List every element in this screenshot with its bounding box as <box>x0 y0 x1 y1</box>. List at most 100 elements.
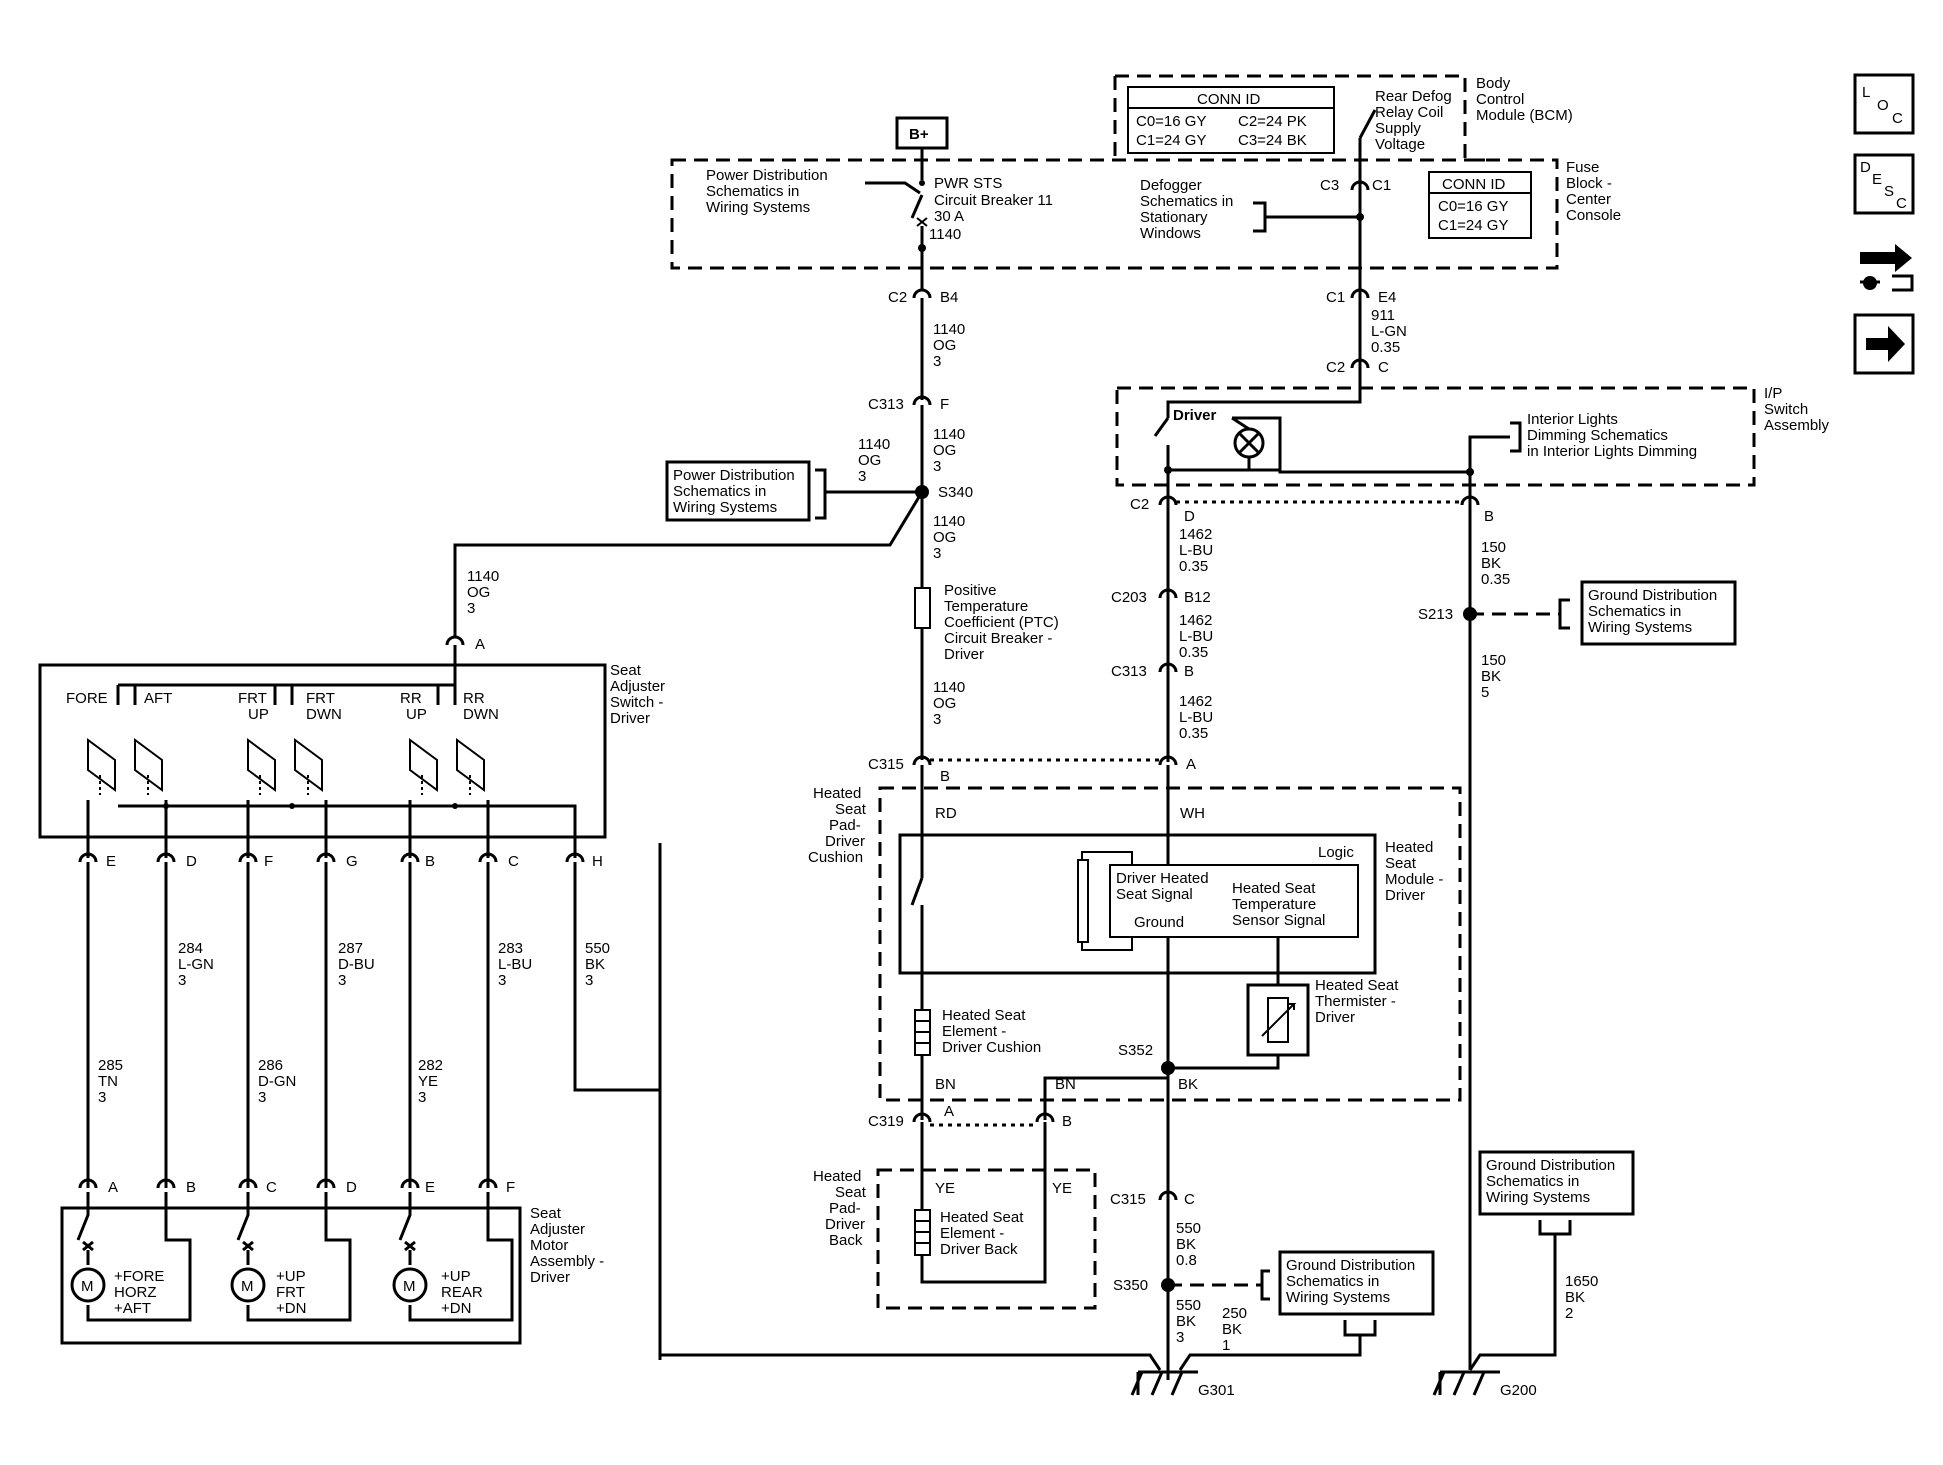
thermister-icon <box>1246 983 1310 1057</box>
svg-text:Ground Distribution: Ground Distribution <box>1588 587 1717 604</box>
svg-text:5: 5 <box>1481 684 1489 701</box>
svg-text:30 A: 30 A <box>934 208 964 225</box>
svg-text:C0=16 GY: C0=16 GY <box>1136 113 1206 130</box>
svg-text:Seat: Seat <box>530 1205 562 1222</box>
svg-text:Motor: Motor <box>530 1237 568 1254</box>
svg-text:Control: Control <box>1476 91 1524 108</box>
svg-text:1140: 1140 <box>929 226 961 243</box>
battery-terminal: B+ <box>895 116 949 150</box>
svg-text:Temperature: Temperature <box>944 598 1028 615</box>
svg-text:AFT: AFT <box>144 690 172 707</box>
c2-connector: C2 D B <box>1130 495 1494 525</box>
switch-connector: E D F G B C H <box>78 852 603 870</box>
svg-text:C: C <box>1184 1191 1195 1208</box>
svg-text:C1=24 GY: C1=24 GY <box>1136 132 1206 149</box>
svg-text:Coefficient (PTC): Coefficient (PTC) <box>944 614 1059 631</box>
svg-text:Driver Cushion: Driver Cushion <box>942 1039 1041 1056</box>
svg-text:L-GN: L-GN <box>1371 323 1407 340</box>
svg-text:FRT: FRT <box>276 1284 305 1301</box>
ip-switch-assembly: I/P Switch Assembly Driver Interior Ligh… <box>1115 385 1830 505</box>
svg-text:O: O <box>1877 97 1889 114</box>
svg-text:3: 3 <box>1176 1329 1184 1346</box>
svg-text:Heated Seat: Heated Seat <box>1315 977 1399 994</box>
svg-text:+DN: +DN <box>441 1300 471 1317</box>
svg-text:S340: S340 <box>938 484 973 501</box>
svg-text:3: 3 <box>933 711 941 728</box>
seat-adjuster-switch: A Seat Adjuster Switch - Driver FORE AFT… <box>38 635 665 858</box>
svg-text:Defogger: Defogger <box>1140 177 1202 194</box>
svg-text:Pad-: Pad- <box>829 1200 861 1217</box>
svg-text:L-BU: L-BU <box>498 956 532 973</box>
indicator-lamp-icon <box>1233 427 1265 459</box>
svg-text:0.35: 0.35 <box>1481 571 1510 588</box>
svg-text:B: B <box>1062 1113 1072 1130</box>
ground-g200-chain: Ground Distribution Schematics in Wiring… <box>1432 1150 1635 1399</box>
svg-text:1140: 1140 <box>467 568 499 585</box>
svg-text:Element -: Element - <box>940 1225 1004 1242</box>
svg-text:C315: C315 <box>868 756 904 773</box>
svg-text:Back: Back <box>829 1232 863 1249</box>
svg-text:B: B <box>425 853 435 870</box>
next-page-arrow-icon[interactable] <box>1853 313 1915 375</box>
svg-text:Windows: Windows <box>1140 225 1201 242</box>
svg-text:in Interior Lights Dimming: in Interior Lights Dimming <box>1527 443 1697 460</box>
svg-text:Switch -: Switch - <box>610 694 663 711</box>
ground-g301-chain: C315 C 550 BK 0.8 S350 Ground Distributi… <box>658 843 1435 1399</box>
svg-text:B: B <box>1484 508 1494 525</box>
connector-wrench-icon[interactable] <box>1860 244 1914 292</box>
motor-connector: A B C D E F <box>78 1178 515 1196</box>
svg-text:Driver: Driver <box>825 833 865 850</box>
svg-text:A: A <box>475 636 485 653</box>
heated-seat-back: Heated Seat Pad- Driver Back YE YE Heate… <box>813 1122 1097 1310</box>
svg-text:CONN ID: CONN ID <box>1442 176 1506 193</box>
svg-text:C315: C315 <box>1110 1191 1146 1208</box>
svg-text:287: 287 <box>338 940 363 957</box>
svg-text:250: 250 <box>1222 1305 1247 1322</box>
svg-text:S350: S350 <box>1113 1277 1148 1294</box>
svg-text:3: 3 <box>933 353 941 370</box>
svg-text:+UP: +UP <box>276 1268 306 1285</box>
svg-text:Driver: Driver <box>825 1216 865 1233</box>
svg-text:BK: BK <box>585 956 605 973</box>
svg-text:284: 284 <box>178 940 203 957</box>
svg-text:YE: YE <box>418 1073 438 1090</box>
circuit-1140: C2 B4 1140 OG 3 C313 F 1140 OG 3 S340 11… <box>858 288 973 590</box>
heated-element-back <box>914 1209 931 1256</box>
svg-text:CONN ID: CONN ID <box>1197 91 1261 108</box>
svg-text:S352: S352 <box>1118 1042 1153 1059</box>
svg-text:Seat: Seat <box>610 662 642 679</box>
svg-text:H: H <box>592 853 603 870</box>
svg-text:Driver Heated: Driver Heated <box>1116 870 1209 887</box>
svg-text:+AFT: +AFT <box>114 1300 151 1317</box>
location-icon[interactable]: L O C <box>1853 73 1915 135</box>
ground-g200-icon <box>1432 1370 1500 1396</box>
svg-text:E4: E4 <box>1378 289 1396 306</box>
svg-text:Driver Back: Driver Back <box>940 1241 1018 1258</box>
svg-text:DWN: DWN <box>306 706 342 723</box>
svg-text:Driver: Driver <box>944 646 984 663</box>
svg-text:F: F <box>506 1179 515 1196</box>
svg-text:BK: BK <box>1176 1313 1196 1330</box>
svg-text:OG: OG <box>933 695 956 712</box>
svg-text:C: C <box>508 853 519 870</box>
svg-text:BK: BK <box>1176 1236 1196 1253</box>
svg-text:Power Distribution: Power Distribution <box>673 467 795 484</box>
svg-text:Adjuster: Adjuster <box>530 1221 585 1238</box>
svg-text:M: M <box>403 1278 416 1295</box>
svg-text:D: D <box>1184 508 1195 525</box>
svg-text:Interior Lights: Interior Lights <box>1527 411 1618 428</box>
svg-text:3: 3 <box>467 600 475 617</box>
heated-seat-cushion: Heated Seat Pad- Driver Cushion RD WH He… <box>808 765 1462 1120</box>
svg-text:1140: 1140 <box>858 436 890 453</box>
svg-text:0.35: 0.35 <box>1371 339 1400 356</box>
svg-text:Console: Console <box>1566 207 1621 224</box>
svg-text:3: 3 <box>418 1089 426 1106</box>
svg-text:F: F <box>264 853 273 870</box>
svg-text:C2: C2 <box>1326 359 1345 376</box>
svg-text:Fuse: Fuse <box>1566 159 1599 176</box>
svg-text:1140: 1140 <box>933 321 965 338</box>
description-icon[interactable]: D E S C <box>1853 153 1915 215</box>
svg-text:Driver: Driver <box>530 1269 570 1286</box>
svg-text:BK: BK <box>1481 668 1501 685</box>
